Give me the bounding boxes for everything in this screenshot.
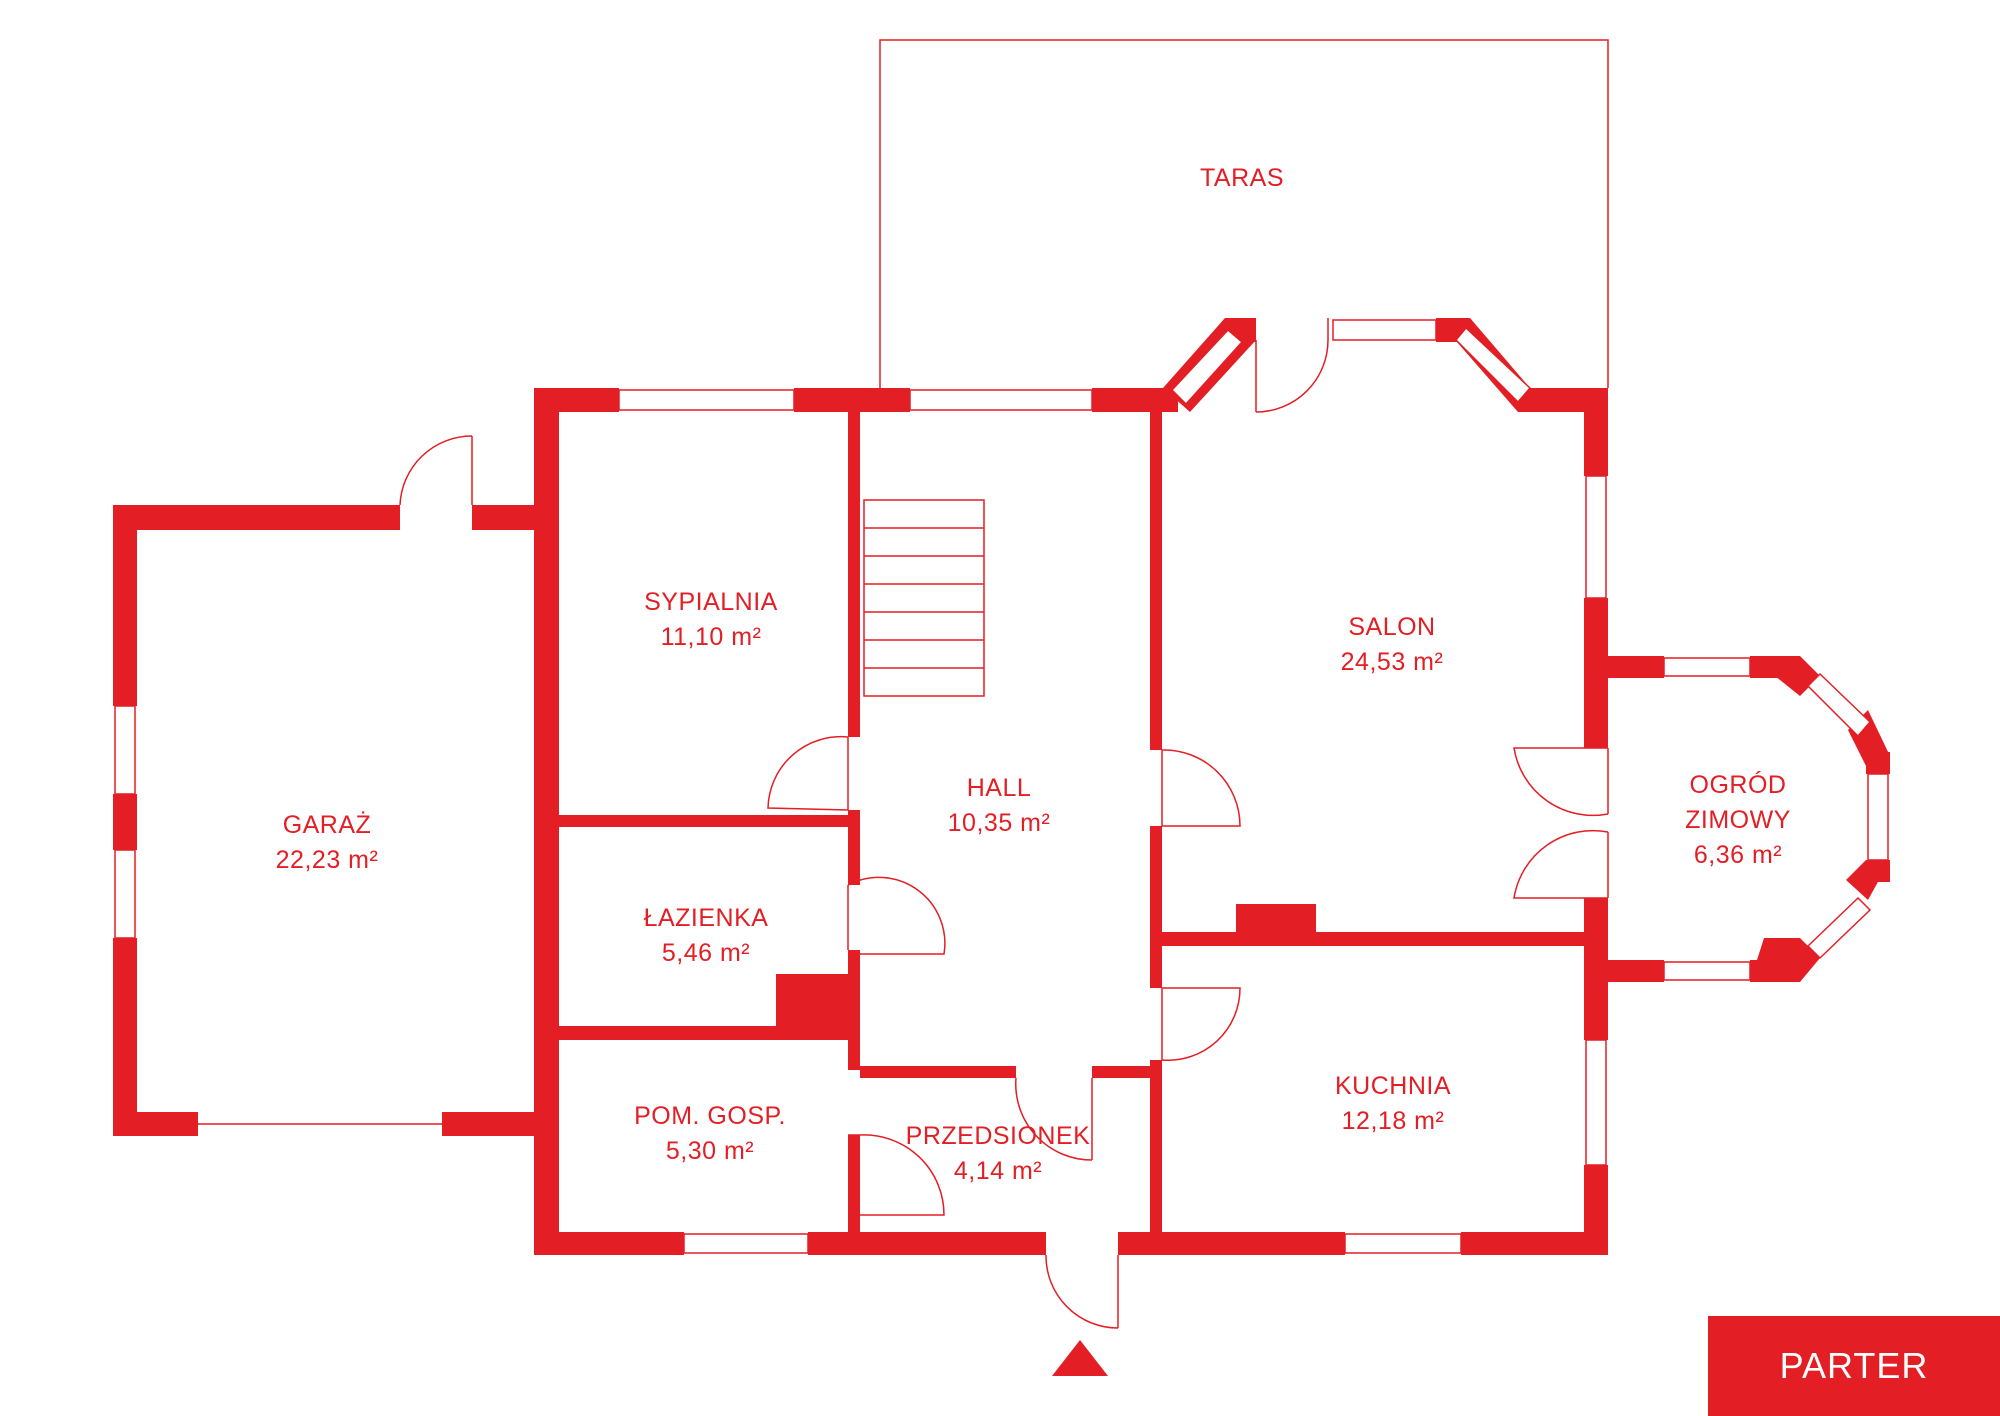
room-name-lazienka: ŁAZIENKA: [644, 904, 769, 932]
room-name-taras: TARAS: [1200, 164, 1284, 192]
room-area-przedsionek: 4,14 m²: [954, 1157, 1042, 1185]
door-swings: [399, 318, 1609, 1329]
room-area-pom-gosp: 5,30 m²: [666, 1137, 754, 1165]
room-area-kuchnia: 12,18 m²: [1342, 1107, 1445, 1135]
room-name-przedsionek: PRZEDSIONEK: [906, 1122, 1091, 1150]
triangle-up-icon: [1052, 1340, 1108, 1376]
walls: [113, 318, 1890, 1255]
room-name-kuchnia: KUCHNIA: [1335, 1072, 1451, 1100]
room-labels: TARAS SYPIALNIA 11,10 m² SALON 24,53 m² …: [276, 164, 1791, 1185]
room-area-ogrod: 6,36 m²: [1694, 841, 1782, 869]
staircase: [863, 499, 985, 697]
room-name-ogrod-line2: ZIMOWY: [1685, 806, 1791, 834]
room-name-sypialnia: SYPIALNIA: [644, 588, 778, 616]
room-name-ogrod-line1: OGRÓD: [1690, 770, 1787, 799]
room-name-garaz: GARAŻ: [283, 810, 372, 839]
room-area-lazienka: 5,46 m²: [662, 939, 750, 967]
room-area-sypialnia: 11,10 m²: [661, 623, 762, 651]
room-area-garaz: 22,23 m²: [276, 846, 379, 874]
windows: [114, 319, 1889, 1254]
room-area-salon: 24,53 m²: [1341, 648, 1444, 676]
room-name-hall: HALL: [967, 774, 1032, 802]
floor-level-label: PARTER: [1779, 1345, 1929, 1386]
room-area-hall: 10,35 m²: [948, 809, 1051, 837]
room-name-salon: SALON: [1348, 613, 1435, 641]
floor-level-badge: PARTER: [1708, 1316, 2000, 1416]
terrace-outline: [879, 39, 1609, 388]
room-name-pom-gosp: POM. GOSP.: [634, 1102, 786, 1130]
